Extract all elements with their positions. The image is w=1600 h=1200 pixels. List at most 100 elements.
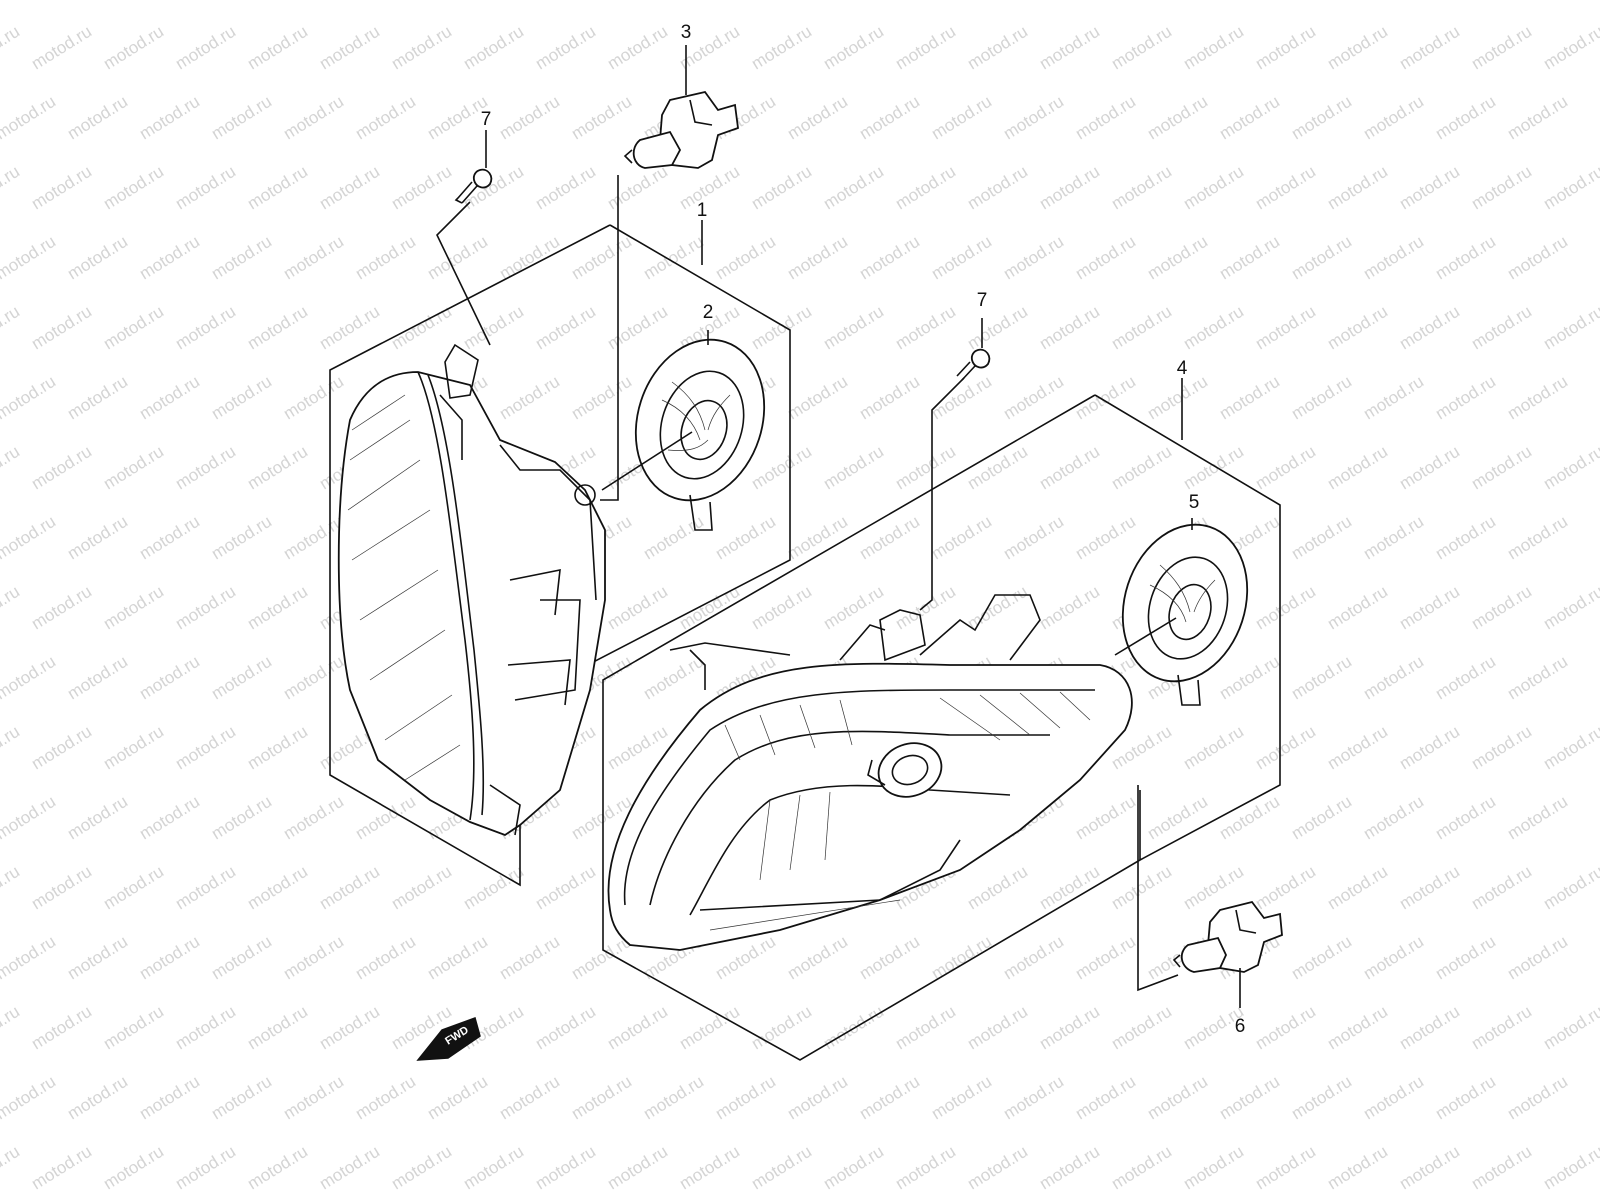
watermark-text: motod.ru xyxy=(532,862,599,914)
watermark-text: motod.ru xyxy=(1252,722,1319,774)
watermark-text: motod.ru xyxy=(1288,512,1355,564)
watermark-text: motod.ru xyxy=(1468,862,1535,914)
watermark-text: motod.ru xyxy=(280,512,347,564)
watermark-text: motod.ru xyxy=(1036,442,1103,494)
watermark-text: motod.ru xyxy=(100,582,167,634)
watermark-text: motod.ru xyxy=(640,652,707,704)
watermark-text: motod.ru xyxy=(64,1072,131,1124)
watermark-text: motod.ru xyxy=(712,512,779,564)
watermark-text: motod.ru xyxy=(1504,652,1571,704)
watermark-text: motod.ru xyxy=(1432,932,1499,984)
watermark-text: motod.ru xyxy=(784,92,851,144)
watermark-text: motod.ru xyxy=(100,862,167,914)
watermark-text: motod.ru xyxy=(28,302,95,354)
watermark-text: motod.ru xyxy=(1540,862,1600,914)
watermark-text: motod.ru xyxy=(964,22,1031,74)
watermark-text: motod.ru xyxy=(1504,372,1571,424)
watermark-text: motod.ru xyxy=(100,1142,167,1194)
watermark-text: motod.ru xyxy=(352,232,419,284)
watermark-text: motod.ru xyxy=(1072,512,1139,564)
watermark-text: motod.ru xyxy=(0,92,59,144)
watermark-text: motod.ru xyxy=(28,722,95,774)
watermark-text: motod.ru xyxy=(1360,92,1427,144)
watermark-text: motod.ru xyxy=(1216,1072,1283,1124)
watermark-text: motod.ru xyxy=(1468,302,1535,354)
watermark-text: motod.ru xyxy=(1540,442,1600,494)
watermark-text: motod.ru xyxy=(964,442,1031,494)
watermark-text: motod.ru xyxy=(0,932,59,984)
callout-7-right: 7 xyxy=(977,290,988,311)
watermark-text: motod.ru xyxy=(568,232,635,284)
watermark-text: motod.ru xyxy=(1144,1072,1211,1124)
watermark-text: motod.ru xyxy=(1180,162,1247,214)
right-assembly-outline xyxy=(602,394,1281,1061)
watermark-text: motod.ru xyxy=(100,22,167,74)
watermark-text: motod.ru xyxy=(1108,442,1175,494)
watermark-text: motod.ru xyxy=(604,22,671,74)
watermark-text: motod.ru xyxy=(1000,232,1067,284)
watermark-text: motod.ru xyxy=(1324,582,1391,634)
watermark-text: motod.ru xyxy=(1252,442,1319,494)
watermark-text: motod.ru xyxy=(64,372,131,424)
watermark-text: motod.ru xyxy=(1108,1142,1175,1194)
watermark-text: motod.ru xyxy=(1540,722,1600,774)
watermark-text: motod.ru xyxy=(748,162,815,214)
watermark-text: motod.ru xyxy=(28,1002,95,1054)
watermark-text: motod.ru xyxy=(784,232,851,284)
watermark-text: motod.ru xyxy=(820,22,887,74)
watermark-text: motod.ru xyxy=(820,302,887,354)
watermark-text: motod.ru xyxy=(1252,862,1319,914)
watermark-text: motod.ru xyxy=(1396,22,1463,74)
watermark-text: motod.ru xyxy=(0,442,23,494)
watermark-text: motod.ru xyxy=(568,1072,635,1124)
watermark-text: motod.ru xyxy=(1396,1142,1463,1194)
watermark-text: motod.ru xyxy=(136,512,203,564)
watermark-text: motod.ru xyxy=(1216,92,1283,144)
watermark-text: motod.ru xyxy=(1288,372,1355,424)
watermark-text: motod.ru xyxy=(172,1142,239,1194)
watermark-text: motod.ru xyxy=(64,512,131,564)
watermark-text: motod.ru xyxy=(1072,932,1139,984)
watermark-text: motod.ru xyxy=(208,92,275,144)
watermark-text: motod.ru xyxy=(316,162,383,214)
watermark-text: motod.ru xyxy=(496,372,563,424)
watermark-text: motod.ru xyxy=(208,372,275,424)
watermark-text: motod.ru xyxy=(1540,302,1600,354)
watermark-text: motod.ru xyxy=(244,862,311,914)
watermark-text: motod.ru xyxy=(244,302,311,354)
watermark-text: motod.ru xyxy=(1396,1002,1463,1054)
watermark-text: motod.ru xyxy=(1036,582,1103,634)
watermark-text: motod.ru xyxy=(1144,372,1211,424)
watermark-text: motod.ru xyxy=(64,792,131,844)
screw-top-right xyxy=(956,348,991,381)
watermark-text: motod.ru xyxy=(352,1072,419,1124)
watermark-text: motod.ru xyxy=(1144,232,1211,284)
watermark-text: motod.ru xyxy=(244,722,311,774)
watermark-text: motod.ru xyxy=(892,582,959,634)
watermark-text: motod.ru xyxy=(100,1002,167,1054)
leader-lines-left xyxy=(436,45,709,501)
watermark-text: motod.ru xyxy=(1468,1002,1535,1054)
watermark-text: motod.ru xyxy=(1324,22,1391,74)
watermark-text: motod.ru xyxy=(172,582,239,634)
watermark-text: motod.ru xyxy=(496,232,563,284)
watermark-text: motod.ru xyxy=(316,1002,383,1054)
watermark-text: motod.ru xyxy=(1252,162,1319,214)
watermark-text: motod.ru xyxy=(892,162,959,214)
watermark-text: motod.ru xyxy=(28,162,95,214)
watermark-text: motod.ru xyxy=(784,372,851,424)
watermark-text: motod.ru xyxy=(244,582,311,634)
right-headlight-housing xyxy=(607,594,1133,951)
watermark-text: motod.ru xyxy=(28,582,95,634)
watermark-text: motod.ru xyxy=(64,232,131,284)
watermark-text: motod.ru xyxy=(1324,1002,1391,1054)
watermark-text: motod.ru xyxy=(0,792,59,844)
watermark-text: motod.ru xyxy=(1072,792,1139,844)
watermark-text: motod.ru xyxy=(136,1072,203,1124)
watermark-text: motod.ru xyxy=(1504,1072,1571,1124)
watermark-text: motod.ru xyxy=(856,232,923,284)
watermark-text: motod.ru xyxy=(1396,162,1463,214)
callout-labels: 3 7 1 2 7 4 5 6 xyxy=(481,22,1246,1037)
watermark-text: motod.ru xyxy=(928,1072,995,1124)
watermark-text: motod.ru xyxy=(280,792,347,844)
